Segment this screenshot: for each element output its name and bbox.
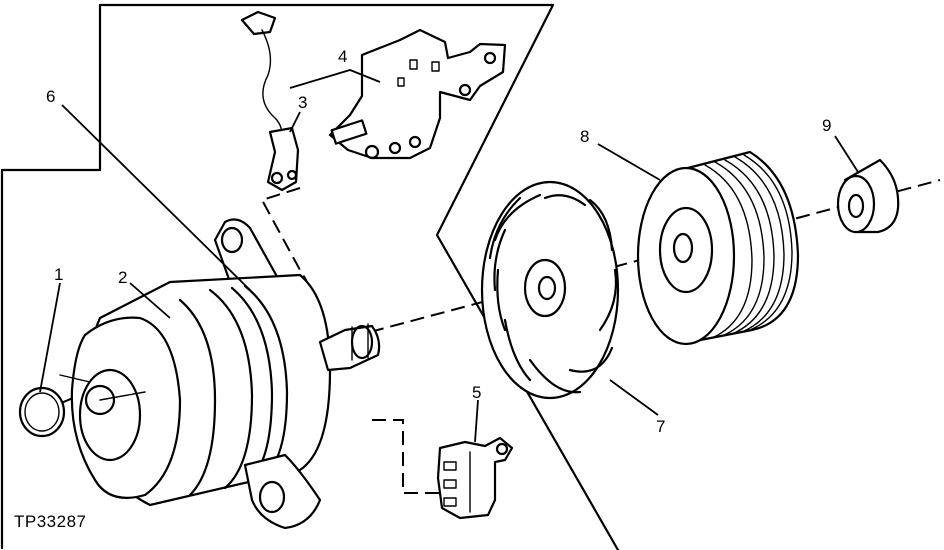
callout-9: 9 <box>822 116 831 135</box>
callout-3: 3 <box>298 93 307 112</box>
part-7-fan <box>480 180 620 400</box>
axis-line-regulator <box>372 419 440 494</box>
part-1-dust-cap <box>18 386 66 438</box>
part-2-alternator-body <box>59 218 381 530</box>
callout-1: 1 <box>54 265 63 284</box>
part-3-brush <box>240 10 300 192</box>
leader-3 <box>289 111 301 133</box>
leader-1 <box>39 282 61 393</box>
leader-9 <box>834 135 859 173</box>
leader-5 <box>474 399 479 443</box>
callout-4: 4 <box>338 47 347 66</box>
callout-2: 2 <box>118 268 127 287</box>
part-4-brush-holder <box>328 28 507 160</box>
callout-8: 8 <box>580 127 589 146</box>
part-9-nut <box>836 158 900 234</box>
figure-reference-label: TP33287 <box>14 512 87 531</box>
leader-4 <box>289 69 381 89</box>
callout-5: 5 <box>472 383 481 402</box>
leader-6 <box>61 104 251 291</box>
leader-8 <box>597 143 661 181</box>
part-8-pulley <box>636 150 800 346</box>
leader-7 <box>609 379 659 416</box>
part-5-clip <box>436 436 514 520</box>
callout-6: 6 <box>46 87 55 106</box>
panel-border <box>0 3 620 550</box>
leader-2 <box>129 282 171 319</box>
callout-7: 7 <box>656 417 665 436</box>
